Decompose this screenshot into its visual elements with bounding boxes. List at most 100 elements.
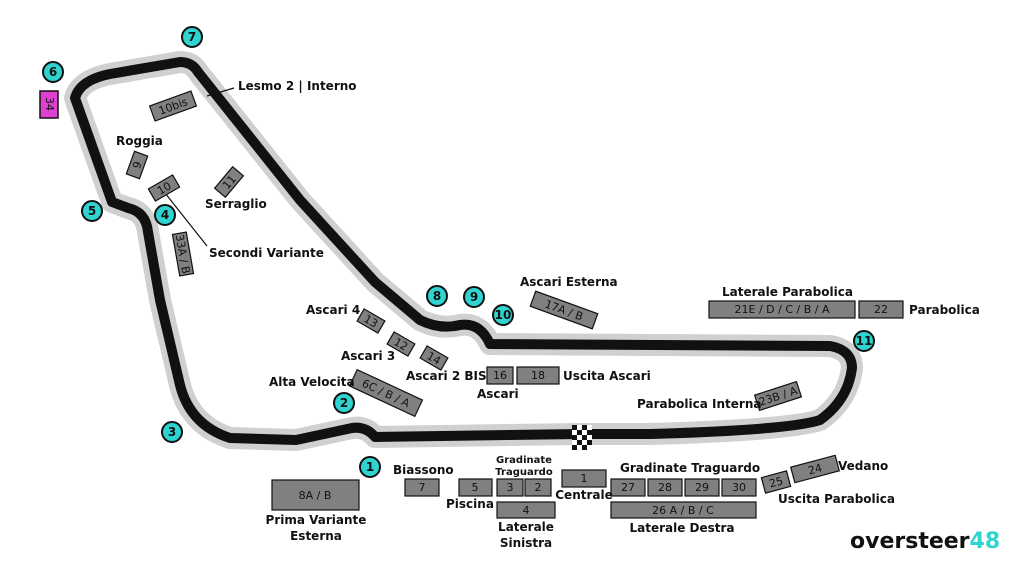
- svg-text:1: 1: [581, 472, 588, 485]
- corner-9-marker: 9: [463, 286, 485, 308]
- svg-text:3: 3: [507, 481, 514, 494]
- grandstand-28[interactable]: 28: [647, 478, 683, 497]
- grandstand-16[interactable]: 16: [486, 366, 514, 385]
- area-labels: Lesmo 2 | Interno Roggia Serraglio Secon…: [116, 79, 980, 550]
- label-gradinate-small-2: Traguardo: [495, 467, 553, 478]
- label-piscina: Piscina: [446, 497, 494, 511]
- svg-text:21E / D / C / B / A: 21E / D / C / B / A: [735, 303, 830, 316]
- label-ascari-2-bis: Ascari 2 BIS: [406, 369, 487, 383]
- svg-text:oversteer48: oversteer48: [850, 529, 1000, 554]
- svg-text:11: 11: [856, 334, 873, 348]
- label-uscita-ascari: Uscita Ascari: [563, 369, 651, 383]
- label-ascari-4: Ascari 4: [306, 303, 360, 317]
- label-roggia: Roggia: [116, 134, 163, 148]
- grandstand-1[interactable]: 1: [561, 469, 607, 488]
- label-gradinate-traguardo: Gradinate Traguardo: [620, 461, 760, 475]
- label-ascari-3: Ascari 3: [341, 349, 395, 363]
- grandstand-24[interactable]: 24: [789, 454, 841, 484]
- corner-7-marker: 7: [181, 26, 203, 48]
- grandstand-14[interactable]: 14: [419, 345, 449, 371]
- svg-text:29: 29: [695, 481, 709, 494]
- svg-text:9: 9: [130, 160, 145, 171]
- grandstand-2[interactable]: 2: [524, 478, 552, 497]
- grandstand-23b[interactable]: 23B / A: [753, 380, 803, 412]
- track: [64, 51, 863, 451]
- grandstand-34[interactable]: 34: [39, 90, 59, 119]
- svg-text:22: 22: [874, 303, 888, 316]
- corner-3-marker: 3: [161, 421, 183, 443]
- grandstand-26[interactable]: 26 A / B / C: [610, 501, 757, 519]
- label-ascari: Ascari: [477, 387, 519, 401]
- grandstand-10[interactable]: 10: [147, 174, 181, 202]
- label-laterale-sinistra-1: Laterale: [498, 520, 554, 534]
- grandstand-18[interactable]: 18: [516, 366, 560, 385]
- grandstand-27[interactable]: 27: [610, 478, 646, 497]
- label-ascari-esterna: Ascari Esterna: [520, 275, 618, 289]
- grandstand-7[interactable]: 7: [404, 478, 440, 497]
- corner-2-marker: 2: [333, 392, 355, 414]
- grandstand-4[interactable]: 4: [496, 501, 556, 519]
- finish-line: [572, 425, 592, 450]
- svg-text:3: 3: [168, 425, 176, 439]
- svg-text:7: 7: [188, 30, 196, 44]
- svg-text:27: 27: [621, 481, 635, 494]
- corner-8-marker: 8: [426, 285, 448, 307]
- label-alta-velocita: Alta Velocita: [269, 375, 355, 389]
- svg-text:26 A / B / C: 26 A / B / C: [652, 504, 714, 517]
- svg-text:6: 6: [49, 65, 57, 79]
- corner-11-marker: 11: [853, 330, 875, 352]
- grandstand-17[interactable]: 17A / B: [529, 290, 599, 330]
- svg-text:30: 30: [732, 481, 746, 494]
- svg-text:14: 14: [424, 349, 443, 367]
- grandstand-13[interactable]: 13: [356, 308, 386, 334]
- svg-text:34: 34: [43, 97, 56, 111]
- grandstand-5[interactable]: 5: [458, 478, 493, 497]
- svg-text:2: 2: [340, 396, 348, 410]
- grandstand-21[interactable]: 21E / D / C / B / A: [708, 300, 856, 319]
- svg-text:4: 4: [523, 504, 530, 517]
- svg-text:5: 5: [88, 204, 96, 218]
- grandstand-33[interactable]: 33A / B: [171, 231, 195, 277]
- corner-10-marker: 10: [492, 304, 514, 326]
- grandstand-29[interactable]: 29: [684, 478, 720, 497]
- track-surface: [70, 57, 857, 445]
- leader-lines: [164, 87, 235, 247]
- svg-text:8A / B: 8A / B: [299, 489, 332, 502]
- svg-text:2: 2: [535, 481, 542, 494]
- svg-text:10: 10: [155, 179, 174, 197]
- grandstand-3[interactable]: 3: [496, 478, 524, 497]
- svg-text:16: 16: [493, 369, 507, 382]
- svg-text:10: 10: [495, 308, 512, 322]
- grandstand-11[interactable]: 11: [213, 165, 245, 199]
- svg-text:1: 1: [366, 460, 374, 474]
- label-parabolica-interna: Parabolica Interna: [637, 397, 761, 411]
- track-runoff: [64, 51, 863, 451]
- label-prima-variante-2: Esterna: [290, 529, 342, 543]
- label-vedano: Vedano: [838, 459, 888, 473]
- svg-text:5: 5: [472, 481, 479, 494]
- svg-text:7: 7: [419, 481, 426, 494]
- corner-6-marker: 6: [42, 61, 64, 83]
- grandstand-10bis[interactable]: 10bis: [148, 90, 198, 122]
- svg-text:28: 28: [658, 481, 672, 494]
- corner-1-marker: 1: [359, 456, 381, 478]
- label-parabolica: Parabolica: [909, 303, 980, 317]
- svg-text:24: 24: [807, 461, 824, 477]
- grandstands: 34 10bis 9 10 11 33A / B 13 12: [39, 90, 904, 519]
- svg-text:8: 8: [433, 289, 441, 303]
- svg-text:4: 4: [161, 208, 169, 222]
- label-laterale-sinistra-2: Sinistra: [500, 536, 552, 550]
- grandstand-22[interactable]: 22: [858, 300, 904, 319]
- grandstand-30[interactable]: 30: [721, 478, 757, 497]
- grandstand-12[interactable]: 12: [386, 331, 416, 357]
- label-laterale-parabolica: Laterale Parabolica: [722, 285, 853, 299]
- grandstand-8a[interactable]: 8A / B: [271, 479, 360, 511]
- svg-text:25: 25: [768, 474, 785, 490]
- label-laterale-destra: Laterale Destra: [629, 521, 734, 535]
- grandstand-9[interactable]: 9: [125, 150, 149, 180]
- grandstand-25[interactable]: 25: [760, 470, 792, 494]
- label-centrale: Centrale: [555, 488, 613, 502]
- label-secondi-variante: Secondi Variante: [209, 246, 324, 260]
- corner-markers: 1 2 3 4 5 6 7 8 9 10 11: [42, 26, 875, 478]
